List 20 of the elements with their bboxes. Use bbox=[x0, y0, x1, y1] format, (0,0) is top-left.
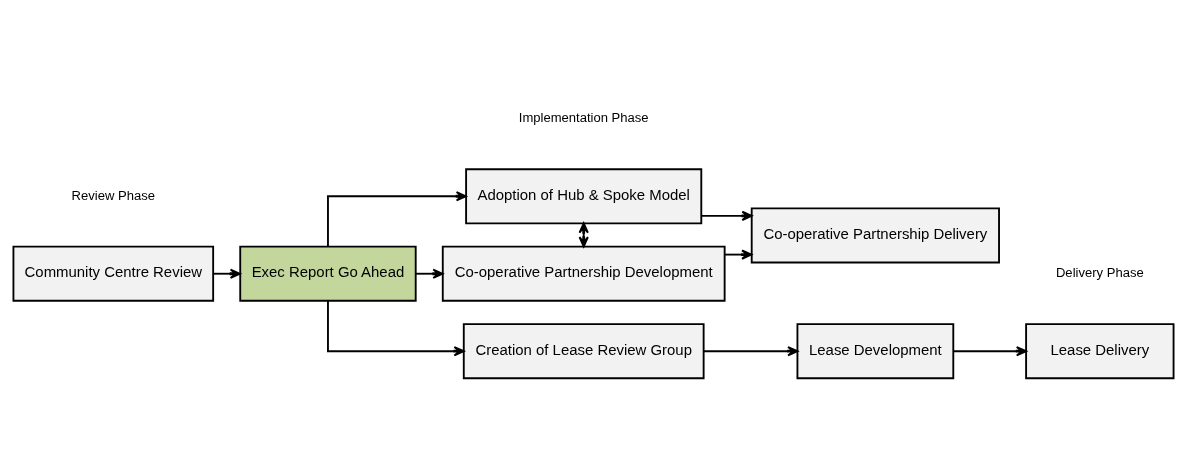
node-box: Co-operative Partnership Development bbox=[441, 245, 726, 302]
arrow bbox=[327, 299, 465, 357]
arrow bbox=[578, 222, 589, 248]
label: Review Phase bbox=[71, 187, 155, 203]
label: Implementation Phase bbox=[518, 110, 649, 126]
arrow bbox=[212, 268, 241, 279]
node-box: Exec Report Go Ahead bbox=[239, 245, 417, 302]
node-box: Adoption of Hub & Spoke Model bbox=[465, 168, 703, 225]
arrow bbox=[327, 191, 467, 248]
node-box: Lease Development bbox=[796, 323, 955, 380]
arrow bbox=[703, 346, 799, 357]
node-box: Lease Delivery bbox=[1025, 323, 1175, 380]
arrow bbox=[700, 210, 753, 221]
node-box: Community Centre Review bbox=[12, 245, 215, 302]
node-box: Co-operative Partnership Delivery bbox=[750, 207, 1000, 264]
arrow bbox=[723, 249, 753, 260]
arrow bbox=[952, 346, 1027, 357]
label: Delivery Phase bbox=[1055, 265, 1144, 281]
arrow bbox=[415, 268, 444, 279]
node-box: Creation of Lease Review Group bbox=[462, 323, 705, 380]
